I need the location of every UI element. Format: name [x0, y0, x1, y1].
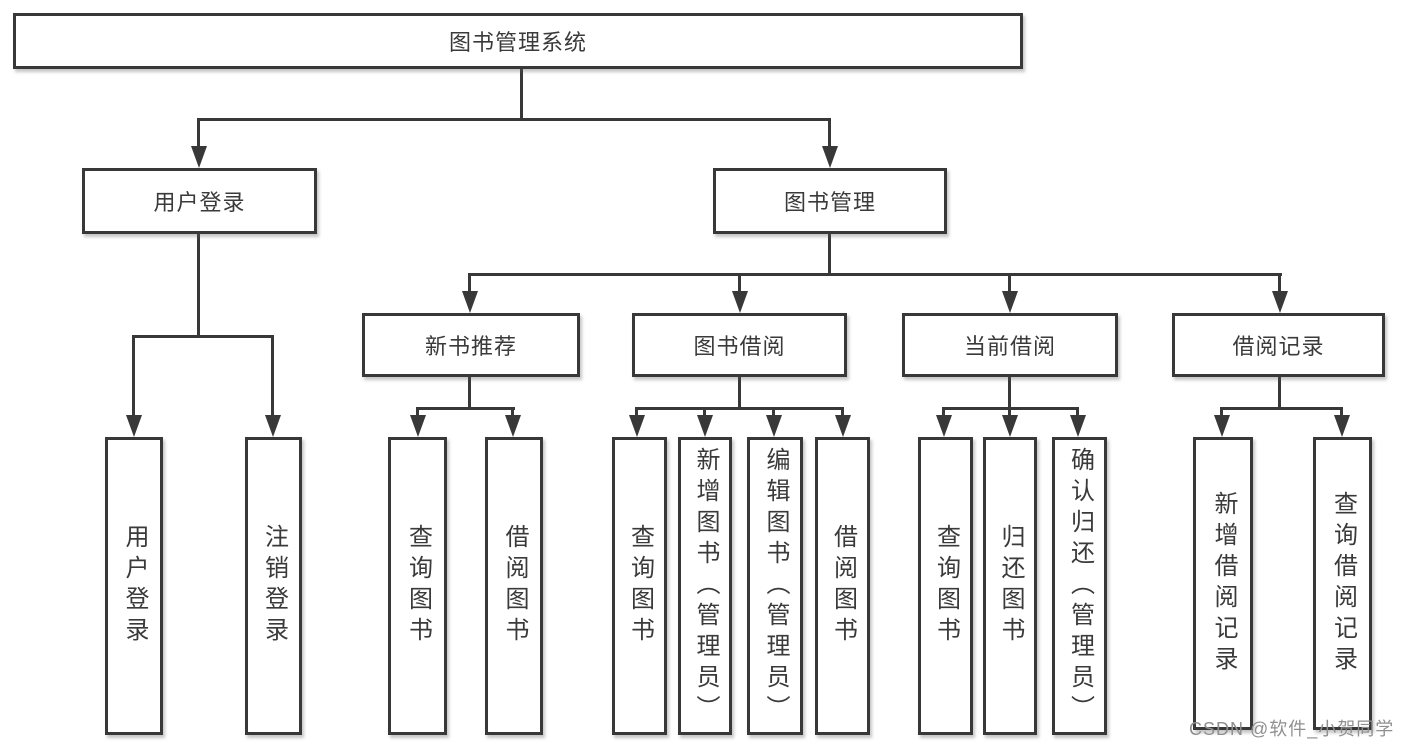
arrowhead-nb-borrow-icon [505, 415, 521, 437]
leaf-return-books: 归还图书 [983, 437, 1037, 735]
csdn-watermark: CSDN @软件_小贺同学 [1189, 719, 1395, 739]
leaf-borrow-books-recommend: 借阅图书 [485, 437, 543, 735]
arrowhead-bb-add-icon [697, 415, 713, 437]
connector-new-book-bar [416, 407, 515, 410]
connector-borrow-records-bar [1220, 407, 1343, 410]
connector-drop-book-management [828, 121, 831, 147]
connector-drop-cb-confirm [1076, 410, 1079, 415]
leaf-edit-books-admin: 编辑图书（管理员） [747, 437, 803, 735]
arrowhead-br-query-icon [1334, 415, 1350, 437]
leaf-query-books-borrowing: 查询图书 [612, 437, 667, 735]
connector-drop-bb-borrow [841, 410, 844, 415]
arrowhead-borrow-records-icon [1272, 291, 1288, 313]
connector-drop-br-query [1340, 410, 1343, 415]
connector-drop-borrow-records [1278, 276, 1281, 291]
arrowhead-current-borrow-icon [1002, 291, 1018, 313]
connector-level3-bar [468, 273, 1282, 276]
connector-drop-logout-leaf [271, 338, 274, 415]
arrowhead-br-add-icon [1214, 415, 1230, 437]
node-library-management-system: 图书管理系统 [13, 13, 1023, 69]
arrowhead-user-login-icon [191, 146, 207, 168]
node-user-login: 用户登录 [82, 168, 317, 234]
connector-book-borrow-bar [635, 407, 844, 410]
connector-drop-cb-query [942, 410, 945, 415]
connector-drop-bb-edit [772, 410, 775, 415]
arrowhead-book-management-icon [822, 146, 838, 168]
connector-level2-bar [197, 118, 831, 121]
arrowhead-bb-borrow-icon [835, 415, 851, 437]
leaf-borrow-books-borrowing: 借阅图书 [815, 437, 870, 735]
connector-drop-book-borrow [738, 276, 741, 291]
connector-drop-bb-query [635, 410, 638, 415]
connector-borrow-records-stem [1278, 377, 1281, 410]
leaf-add-books-admin: 新增图书（管理员） [678, 437, 732, 735]
connector-root-stem [520, 69, 523, 120]
leaf-query-borrow-record: 查询借阅记录 [1313, 437, 1372, 730]
connector-drop-cb-return [1008, 410, 1011, 415]
leaf-query-books-current: 查询图书 [918, 437, 973, 735]
leaf-add-borrow-record: 新增借阅记录 [1193, 437, 1253, 730]
connector-drop-nb-query [416, 410, 419, 415]
arrowhead-cb-return-icon [1002, 415, 1018, 437]
arrowhead-bb-edit-icon [766, 415, 782, 437]
connector-drop-new-book [468, 276, 471, 291]
leaf-confirm-return-admin: 确认归还（管理员） [1052, 437, 1107, 735]
node-book-management: 图书管理 [713, 168, 947, 234]
leaf-logout: 注销登录 [245, 437, 302, 735]
arrowhead-login-leaf-icon [126, 415, 142, 437]
arrowhead-nb-query-icon [410, 415, 426, 437]
node-current-borrowing: 当前借阅 [902, 313, 1118, 377]
connector-user-login-bar [132, 335, 274, 338]
arrowhead-cb-confirm-icon [1070, 415, 1086, 437]
connector-drop-user-login [197, 121, 200, 147]
connector-drop-bb-add [703, 410, 706, 415]
connector-new-book-stem [468, 377, 471, 410]
node-new-book-recommendation: 新书推荐 [362, 313, 580, 377]
connector-current-borrow-bar [942, 407, 1079, 410]
arrowhead-new-book-icon [462, 291, 478, 313]
node-borrowing-records: 借阅记录 [1172, 313, 1385, 377]
arrowhead-bb-query-icon [629, 415, 645, 437]
connector-drop-nb-borrow [511, 410, 514, 415]
arrowhead-logout-leaf-icon [265, 415, 281, 437]
connector-book-borrow-stem [738, 377, 741, 410]
connector-drop-current-borrow [1008, 276, 1011, 291]
connector-current-borrow-stem [1008, 377, 1011, 410]
arrowhead-cb-query-icon [936, 415, 952, 437]
connector-drop-login-leaf [132, 338, 135, 415]
connector-book-management-stem [828, 234, 831, 276]
connector-user-login-stem [197, 234, 200, 338]
leaf-query-books-recommend: 查询图书 [388, 437, 447, 735]
arrowhead-book-borrow-icon [732, 291, 748, 313]
connector-drop-br-add [1220, 410, 1223, 415]
leaf-user-login: 用户登录 [105, 437, 163, 735]
node-book-borrowing: 图书借阅 [632, 313, 847, 377]
